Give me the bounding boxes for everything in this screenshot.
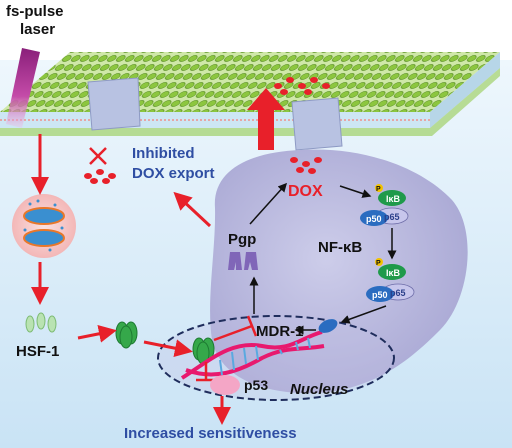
ikb-label-bottom: IκB [386,268,401,278]
p65-label-top: p65 [384,212,400,222]
hsf1-bound-icon [192,337,215,365]
dox-intracellular [290,157,322,174]
hsf1-monomers-icon [25,312,57,333]
p50-label-top: p50 [366,214,382,224]
hsf1-trimer-icon [115,321,138,349]
pgp-pump-icon [228,252,258,270]
laser-beam-icon [6,48,40,128]
cell-membrane [0,52,500,136]
nfkb-bound-dna [318,319,338,333]
dox-export-arrow [247,88,285,150]
dna-helix-icon [180,330,325,380]
inhibited-label-line2: DOX export [132,165,215,182]
nfkb-label: NF-κB [318,239,362,256]
p53-protein [210,375,240,395]
membrane-channel-left [87,77,141,131]
p-label-bottom: P [376,260,381,267]
dox-label: DOX [288,183,323,200]
arrow-hsf1-trimerize [77,324,117,343]
arrow-pgp-to-dox [249,182,288,225]
p50-label-bottom: p50 [372,290,388,300]
arrow-dox-to-nfkb [339,185,372,198]
dox-extracellular [274,77,330,95]
nfkb-complex-top [360,184,409,226]
inhibition-to-mdr1 [213,315,258,342]
mdr1-label: MDR-1 [256,323,304,340]
cross-icon [89,147,107,165]
p-label-top: P [376,186,381,193]
ikb-label-top: IκB [386,194,401,204]
inhibited-label-line1: Inhibited [132,145,195,162]
p53-label: p53 [244,377,268,393]
arrow-to-inhibited [173,191,212,228]
heated-cell [12,194,76,258]
arrow-trimer-to-nucleus [143,339,193,358]
nucleus-label: Nucleus [290,381,348,398]
laser-label-line2: laser [20,21,55,38]
arrow-nfkb-to-mdr1 [340,305,387,324]
pgp-label: Pgp [228,231,256,248]
nfkb-complex-bottom [366,258,415,302]
dox-blocked [84,169,116,184]
laser-label-line1: fs-pulse [6,3,64,20]
sensitiveness-label: Increased sensitiveness [124,425,297,442]
membrane-channel-right [291,97,343,151]
hsf1-label: HSF-1 [16,343,59,360]
p65-label-bottom: p65 [390,288,406,298]
